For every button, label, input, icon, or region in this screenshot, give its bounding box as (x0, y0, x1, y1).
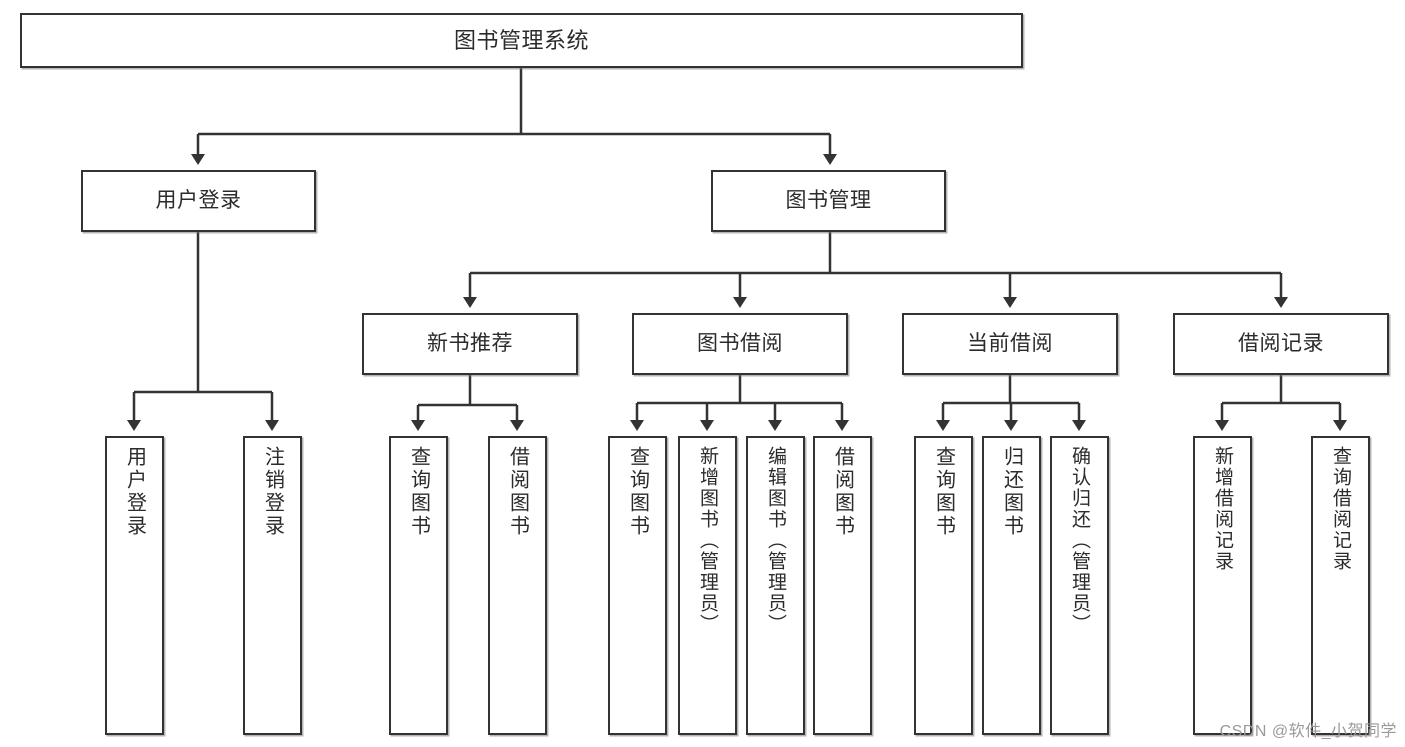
node-leaf-add-book[interactable]: 新增图书（管理员） (678, 436, 737, 735)
node-label: 用户登录 (155, 188, 242, 212)
node-leaf-borrow-book-2[interactable]: 借阅图书 (813, 436, 872, 735)
node-new-book-recommend[interactable]: 新书推荐 (362, 313, 578, 375)
node-label: 新增图书（管理员） (697, 446, 718, 635)
node-current-borrow[interactable]: 当前借阅 (902, 313, 1118, 375)
node-leaf-borrow-book-1[interactable]: 借阅图书 (488, 436, 547, 735)
node-label: 借阅记录 (1238, 331, 1324, 355)
node-label: 图书管理 (785, 188, 872, 212)
node-label: 查询借阅记录 (1330, 446, 1351, 572)
node-label: 查询图书 (932, 446, 955, 538)
node-leaf-user-login[interactable]: 用户登录 (105, 436, 164, 735)
node-label: 借阅图书 (506, 446, 529, 538)
node-leaf-user-logout[interactable]: 注销登录 (243, 436, 302, 735)
node-leaf-query-book-3[interactable]: 查询图书 (914, 436, 973, 735)
node-label: 图书借阅 (697, 331, 783, 355)
node-leaf-add-record[interactable]: 新增借阅记录 (1193, 436, 1252, 735)
node-label: 归还图书 (1000, 446, 1023, 538)
node-leaf-query-book-1[interactable]: 查询图书 (389, 436, 448, 735)
node-book-management-system[interactable]: 图书管理系统 (20, 13, 1023, 68)
node-label: 查询图书 (407, 446, 430, 538)
node-label: 图书管理系统 (453, 27, 589, 53)
node-leaf-return-book[interactable]: 归还图书 (982, 436, 1041, 735)
node-leaf-query-record[interactable]: 查询借阅记录 (1311, 436, 1370, 735)
node-label: 借阅图书 (831, 446, 854, 538)
node-book-borrow[interactable]: 图书借阅 (632, 313, 848, 375)
node-label: 新书推荐 (427, 331, 513, 355)
node-user-login[interactable]: 用户登录 (81, 170, 316, 232)
node-label: 查询图书 (626, 446, 649, 538)
node-leaf-query-book-2[interactable]: 查询图书 (608, 436, 667, 735)
node-leaf-confirm-return[interactable]: 确认归还（管理员） (1050, 436, 1109, 735)
node-book-manage[interactable]: 图书管理 (711, 170, 946, 232)
node-label: 编辑图书（管理员） (765, 446, 786, 635)
node-borrow-record[interactable]: 借阅记录 (1173, 313, 1389, 375)
csdn-watermark: CSDN @软件_小贺同学 (1219, 723, 1397, 740)
node-leaf-edit-book[interactable]: 编辑图书（管理员） (746, 436, 805, 735)
node-label: 注销登录 (261, 446, 284, 538)
node-label: 用户登录 (123, 446, 146, 538)
node-label: 确认归还（管理员） (1069, 446, 1090, 635)
node-label: 当前借阅 (967, 331, 1053, 355)
node-label: 新增借阅记录 (1212, 446, 1233, 572)
